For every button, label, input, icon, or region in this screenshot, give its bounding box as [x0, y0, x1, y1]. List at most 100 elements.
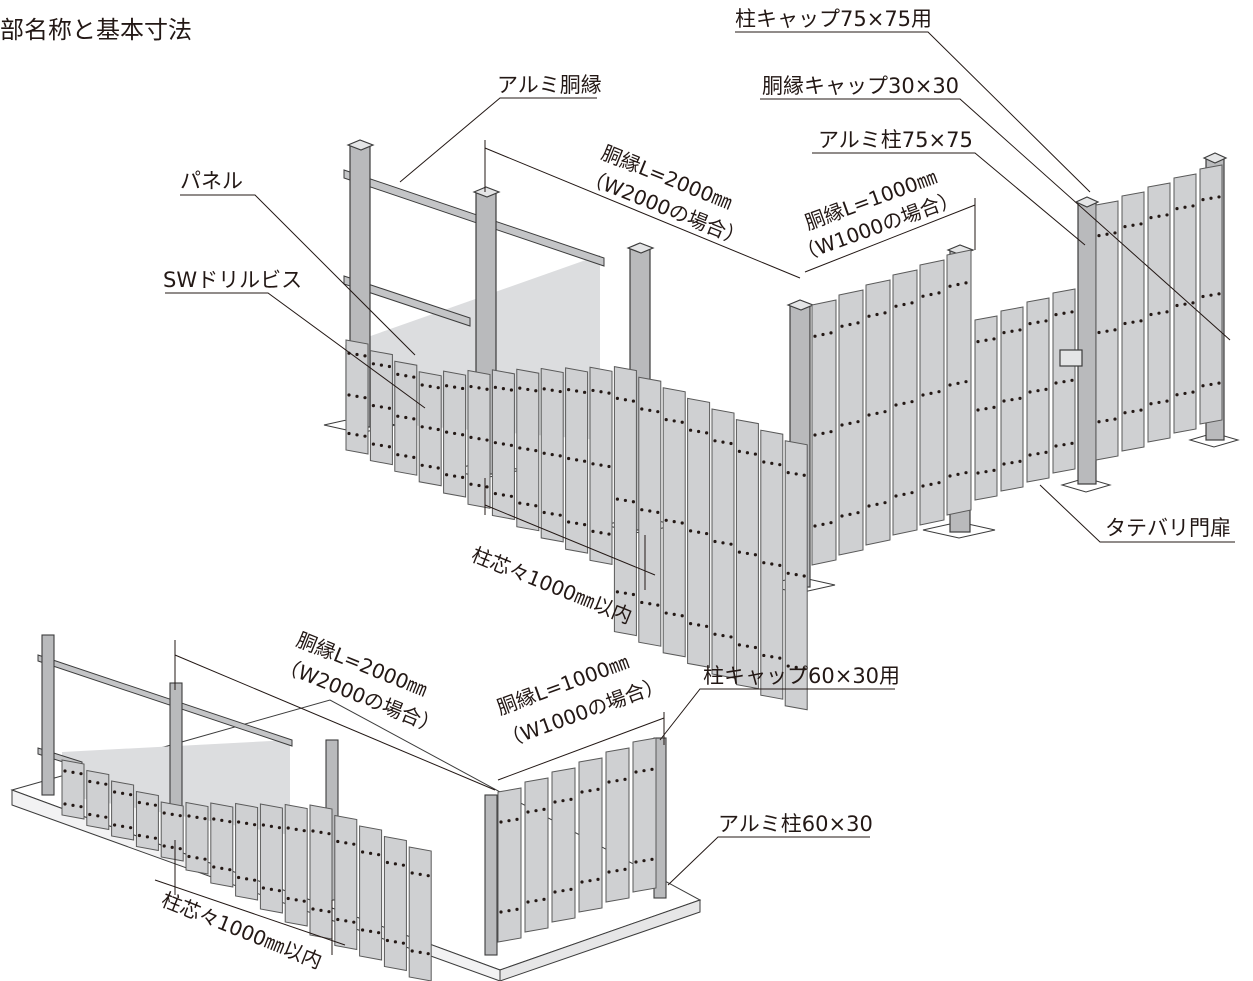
screw-dot	[1105, 232, 1109, 236]
screw-dot	[352, 842, 356, 846]
screw-dot	[261, 886, 265, 890]
screw-dot	[1123, 321, 1127, 326]
screw-dot	[1149, 312, 1153, 317]
screw-dot	[428, 426, 432, 430]
screw-dot	[542, 897, 546, 901]
screw-dot	[245, 821, 249, 825]
screw-dot	[623, 498, 628, 503]
screw-dot	[404, 374, 408, 378]
panel-board	[61, 759, 85, 820]
screw-dot	[894, 304, 898, 308]
screw-dot	[984, 338, 988, 342]
screw-dot	[1105, 329, 1109, 333]
screw-dot	[1139, 408, 1143, 412]
screw-dot	[1028, 322, 1032, 326]
screw-dot	[1062, 380, 1066, 384]
screw-dot	[412, 455, 416, 459]
screw-dot	[170, 812, 174, 816]
screw-dot	[534, 389, 538, 393]
screw-dot	[445, 384, 449, 388]
screw-dot	[567, 456, 571, 461]
screw-dot	[550, 388, 554, 392]
screw-dot	[550, 452, 554, 457]
screw-dot	[721, 541, 725, 545]
screw-dot	[113, 823, 117, 827]
screw-dot	[269, 824, 273, 828]
screw-dot	[412, 417, 416, 421]
screw-dot	[355, 352, 359, 357]
lower-fence	[10, 634, 702, 981]
screw-dot	[664, 611, 668, 615]
screw-dot	[1036, 320, 1040, 324]
screw-dot	[697, 429, 701, 434]
screw-dot	[162, 811, 166, 815]
screw-dot	[137, 800, 141, 805]
screw-dot	[883, 311, 887, 315]
screw-dot	[145, 802, 149, 806]
screw-dot	[813, 334, 817, 338]
screw-dot	[501, 493, 505, 497]
screw-dot	[515, 817, 519, 821]
screw-dot	[363, 434, 367, 438]
screw-dot	[802, 667, 806, 671]
screw-dot	[436, 427, 440, 432]
post-cap	[346, 139, 375, 151]
screw-dot	[672, 612, 676, 616]
screw-dot	[802, 473, 806, 477]
screw-dot	[509, 388, 513, 392]
screw-dot	[187, 854, 191, 859]
screw-dot	[569, 887, 573, 891]
screw-dot	[656, 510, 660, 514]
base-slab-side	[499, 899, 701, 981]
screw-dot	[615, 590, 620, 594]
screw-dot	[689, 529, 693, 533]
screw-dot	[902, 492, 906, 496]
screw-dot	[178, 814, 182, 818]
screw-dot	[770, 562, 774, 566]
screw-dot	[680, 614, 684, 618]
screw-dot	[526, 447, 530, 451]
screw-dot	[410, 871, 414, 875]
screw-dot	[648, 602, 652, 606]
screw-dot	[883, 410, 887, 414]
screw-dot	[770, 461, 774, 465]
screw-dot	[984, 407, 988, 411]
screw-dot	[404, 415, 408, 420]
screw-dot	[542, 510, 546, 515]
screw-dot	[992, 468, 996, 472]
screw-dot	[821, 522, 825, 526]
screw-dot	[1036, 452, 1040, 456]
screw-dot	[237, 820, 241, 824]
screw-dot	[220, 866, 224, 870]
screw-dot	[1139, 222, 1143, 226]
screw-dot	[840, 514, 844, 518]
screw-dot	[1123, 411, 1127, 415]
screw-dot	[631, 399, 636, 403]
screw-dot	[379, 405, 383, 409]
screw-dot	[518, 501, 522, 505]
screw-dot	[713, 539, 717, 544]
screw-dot	[575, 521, 579, 525]
screw-dot	[327, 910, 331, 914]
screw-dot	[910, 400, 914, 404]
screw-dot	[640, 508, 644, 512]
screw-dot	[648, 408, 652, 412]
screw-dot	[894, 403, 898, 407]
screw-dot	[729, 542, 733, 546]
screw-dot	[212, 865, 216, 869]
upper-leaders	[165, 31, 1235, 590]
screw-dot	[875, 502, 879, 506]
screw-dot	[910, 301, 914, 305]
screw-dot	[656, 410, 660, 414]
screw-dot	[729, 441, 733, 446]
screw-dot	[956, 381, 960, 385]
screw-dot	[583, 523, 587, 527]
screw-dot	[203, 857, 207, 861]
screw-dot	[1028, 453, 1032, 457]
screw-dot	[178, 847, 182, 851]
screw-dot	[829, 430, 833, 434]
screw-dot	[737, 643, 742, 647]
panel-board	[578, 757, 603, 913]
screw-dot	[921, 294, 925, 298]
